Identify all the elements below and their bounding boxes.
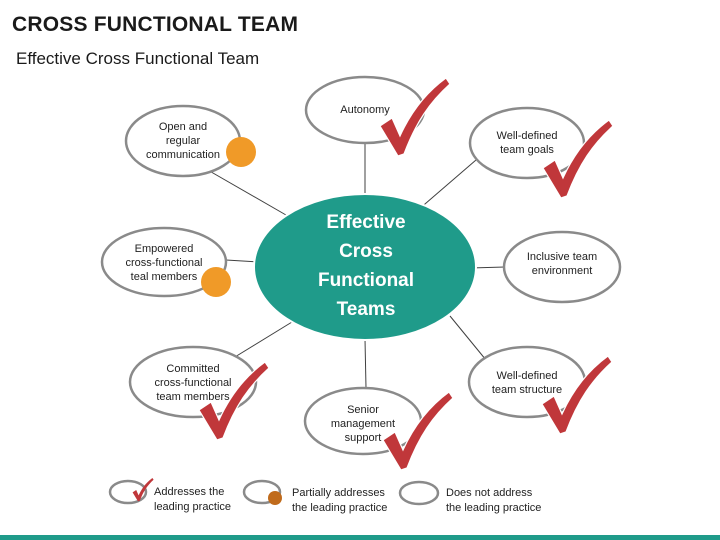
legend-line: Addresses the: [154, 486, 225, 498]
hub-line: Cross: [339, 241, 393, 262]
legend-line: the leading practice: [446, 502, 542, 514]
node-communication-label: Open and regular communication: [133, 120, 233, 162]
check-autonomy-icon: [379, 77, 451, 157]
node-label-line: Well-defined: [496, 130, 558, 142]
partial-dot-communication: [226, 137, 256, 167]
legend-partial-text: Partially addresses the leading practice: [292, 486, 387, 516]
check-committed-icon: [198, 361, 270, 441]
node-empowered-label: Empowered cross-functional teal members: [109, 242, 219, 284]
node-label-line: team members: [156, 391, 230, 403]
node-inclusive-ellipse: [502, 230, 622, 304]
node-label-line: management: [330, 418, 396, 430]
connector-senior: [364, 338, 367, 389]
legend-line: leading practice: [154, 501, 232, 513]
hub-line: Effective: [326, 212, 406, 233]
node-label-line: cross-functional: [125, 257, 203, 269]
legend-line: Partially addresses: [292, 487, 385, 499]
node-label-line: teal members: [130, 271, 198, 283]
node-label-line: Autonomy: [340, 104, 390, 116]
node-autonomy-label: Autonomy: [315, 103, 415, 117]
hub-line: Teams: [336, 299, 396, 320]
node-label-line: cross-functional: [154, 377, 232, 389]
legend-line: Does not address: [446, 487, 533, 499]
connector-communication: [205, 168, 287, 216]
node-label-line: Empowered: [134, 243, 194, 255]
node-label-line: environment: [531, 265, 593, 277]
hub-ellipse: [253, 193, 477, 341]
hub-line: Functional: [317, 270, 415, 291]
check-senior-icon: [382, 391, 454, 471]
node-label-line: Senior: [347, 404, 379, 416]
node-label-line: support: [344, 432, 382, 444]
connector-structure: [449, 315, 487, 361]
node-label-line: team structure: [491, 384, 563, 396]
node-label-line: Committed: [166, 363, 220, 375]
legend-check-icon: [132, 478, 154, 502]
check-goals-icon: [542, 119, 614, 199]
page-subtitle: Effective Cross Functional Team: [16, 49, 260, 68]
connector-committed: [229, 321, 293, 361]
check-structure-icon: [541, 355, 613, 435]
node-label-line: team goals: [500, 144, 554, 156]
node-label-line: regular: [165, 135, 201, 147]
node-label-line: Inclusive team: [526, 251, 598, 263]
node-inclusive-label: Inclusive team environment: [512, 250, 612, 278]
node-committed-label: Committed cross-functional team members: [138, 362, 248, 404]
node-senior-label: Senior management support: [313, 403, 413, 445]
connector-goals: [417, 159, 477, 211]
node-empowered-ellipse: [100, 226, 228, 298]
legend-addresses-text: Addresses the leading practice: [154, 485, 231, 515]
hub-label: Effective Cross Functional Teams: [268, 208, 464, 324]
partial-dot-empowered: [201, 267, 231, 297]
node-structure-label: Well-defined team structure: [474, 369, 580, 397]
legend-line: the leading practice: [292, 502, 388, 514]
bottom-accent-bar: [0, 535, 720, 540]
legend-none-ellipse: [398, 480, 440, 506]
legend-none-text: Does not address the leading practice: [446, 486, 541, 516]
node-label-line: communication: [146, 149, 220, 161]
node-label-line: Well-defined: [496, 370, 558, 382]
node-label-line: Open and: [158, 121, 208, 133]
page-title: CROSS FUNCTIONAL TEAM: [12, 13, 299, 36]
node-goals-label: Well-defined team goals: [477, 129, 577, 157]
node-committed-ellipse: [128, 345, 258, 419]
legend-partial-dot: [268, 491, 282, 505]
